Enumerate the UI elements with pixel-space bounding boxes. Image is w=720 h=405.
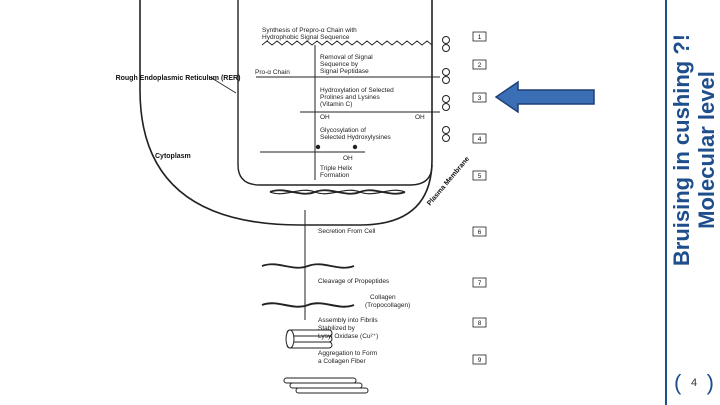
highlight-arrow-icon xyxy=(494,80,595,114)
step-1-text: Synthesis of Prepro-α Chain with xyxy=(262,27,357,34)
tropocollagen xyxy=(261,302,355,308)
step-5-text-2: Formation xyxy=(320,172,350,179)
step-number-8: 8 xyxy=(478,320,482,327)
page-number-close-bracket: ) xyxy=(706,370,714,395)
plasma-membrane-label: Plasma Membrane xyxy=(426,156,471,208)
page-number: 4 xyxy=(690,377,698,389)
step-number-1: 1 xyxy=(478,34,482,41)
step-3-text-2: Prolines and Lysines xyxy=(320,94,380,101)
step-9-text-2: a Collagen Fiber xyxy=(318,358,367,365)
side-bar xyxy=(665,0,720,405)
page-number-open-bracket: ( xyxy=(674,370,682,395)
step-number-4: 4 xyxy=(478,136,482,143)
slide-title-line-1: Bruising in cushing ?! xyxy=(668,33,694,267)
step-number-9: 9 xyxy=(478,357,482,364)
prepro-chain-squiggle xyxy=(261,40,433,46)
step-2-text-3: Signal Peptidase xyxy=(320,68,369,75)
step-2-text: Removal of Signal xyxy=(320,54,373,61)
rer-compartment xyxy=(237,0,433,186)
step-number-7: 7 xyxy=(478,280,482,287)
step-5-text: Triple Helix xyxy=(320,165,353,172)
step-7-text: Cleavage of Propeptides xyxy=(318,278,390,285)
collagen-fiber xyxy=(283,377,369,394)
step-8-text-3: Lysyl Oxidase (Cu²⁺) xyxy=(318,333,378,340)
step-number-6: 6 xyxy=(478,229,482,236)
cytoplasm-label: Cytoplasm xyxy=(155,153,191,160)
glycosylation-markers xyxy=(315,144,358,150)
step-2-text-2: Sequence by xyxy=(320,61,359,68)
oh-label-3: OH xyxy=(343,155,353,162)
page-number-box: ( 4 ) xyxy=(672,368,716,400)
triple-helix-rer-strand2 xyxy=(269,189,406,195)
cell-outline xyxy=(139,0,433,226)
collagen-fibril xyxy=(285,329,333,349)
oh-label-1: OH xyxy=(320,114,330,121)
step-3-text: Hydroxylation of Selected xyxy=(320,87,394,94)
step-number-3: 3 xyxy=(478,95,482,102)
step-number-2: 2 xyxy=(478,62,482,69)
step-8-text-2: Stabilized by xyxy=(318,325,356,332)
step-9-text: Aggregation to Form xyxy=(318,350,377,357)
step-1-text-2: Hydrophobic Signal Sequence xyxy=(262,34,350,41)
step-4-text: Glycosylation of xyxy=(320,127,366,134)
step-6-text: Secretion From Cell xyxy=(318,228,376,235)
step-8-text: Assembly into Fibrils xyxy=(318,317,378,324)
rer-label: Rough Endoplasmic Reticulum (RER) xyxy=(116,75,241,82)
procollagen-secreted xyxy=(261,263,355,269)
slide-title-line-2: Molecular level xyxy=(693,71,719,229)
slide-title: Bruising in cushing ?! Molecular level xyxy=(667,0,720,300)
tropocollagen-label: (Tropocollagen) xyxy=(365,302,410,309)
rer-pointer-line xyxy=(209,76,237,94)
ribosomes xyxy=(442,36,450,142)
collagen-synthesis-diagram: Rough Endoplasmic Reticulum (RER) Cytopl… xyxy=(116,0,595,394)
step-3-text-3: (Vitamin C) xyxy=(320,101,352,108)
step-number-5: 5 xyxy=(478,173,482,180)
step-4-text-2: Selected Hydroxylysines xyxy=(320,134,392,141)
pro-chain-label: Pro-α Chain xyxy=(255,69,290,76)
step-number-boxes xyxy=(472,31,487,365)
collagen-label: Collagen xyxy=(370,294,396,301)
oh-label-2: OH xyxy=(415,114,425,121)
